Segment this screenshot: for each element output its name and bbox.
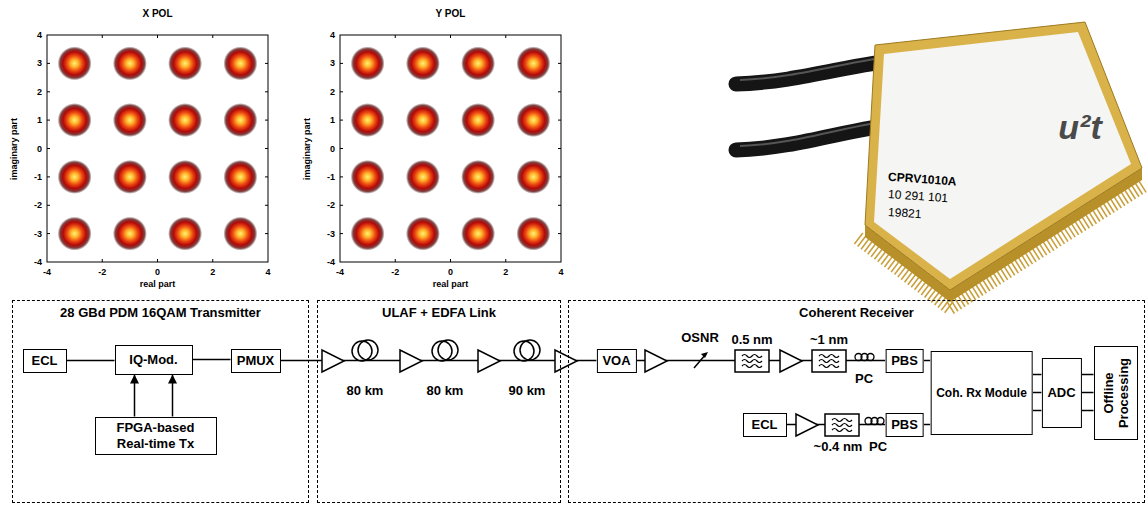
constellation-plot — [340, 35, 561, 262]
component-label: FPGA-based Real-time Tx — [101, 420, 211, 452]
axis-label: real part — [140, 279, 176, 289]
component-label: ADC — [1047, 385, 1075, 401]
component-box: PMUX — [231, 349, 281, 373]
component-label: PC — [869, 440, 887, 455]
plot-title: Y POL — [436, 8, 466, 20]
signal-line — [193, 359, 231, 361]
axis-label: imaginary part — [302, 117, 312, 179]
tick-label: 3 — [37, 58, 42, 68]
tick-label: 2 — [330, 87, 335, 97]
component-label: PBS — [891, 353, 918, 369]
component-label: PC — [855, 372, 873, 387]
component-label: Offline Processing — [1101, 352, 1131, 434]
receiver-module-photo — [736, 22, 1143, 308]
component-label: PBS — [891, 417, 918, 433]
module-marking: 10 291 101 — [888, 188, 949, 206]
component-box: PBS — [885, 349, 924, 373]
signal-line — [1082, 392, 1094, 394]
component-box: VOA — [596, 349, 636, 373]
tick-label: -1 — [327, 172, 335, 182]
tick-label: -3 — [327, 228, 335, 238]
group-heading: Coherent Receiver — [569, 305, 1144, 320]
component-box: Offline Processing — [1094, 346, 1138, 440]
component-label: PMUX — [237, 353, 275, 369]
fiber-length: 80 km — [347, 384, 384, 399]
group-box: ULAF + EDFA Link — [317, 300, 561, 503]
component-box: ECL — [743, 413, 787, 437]
fiber-length: 80 km — [427, 384, 464, 399]
constellation-plot — [47, 35, 268, 262]
signal-line — [1082, 410, 1094, 412]
fiber-length: 90 km — [509, 384, 546, 399]
tick-label: -2 — [98, 267, 106, 277]
tick-label: 4 — [558, 267, 563, 277]
tick-label: 1 — [37, 115, 42, 125]
plot-title: X POL — [142, 8, 172, 20]
tick-label: 0 — [155, 267, 160, 277]
component-box: FPGA-based Real-time Tx — [95, 417, 217, 455]
component-box: PBS — [885, 413, 924, 437]
tick-label: -4 — [34, 257, 42, 267]
signal-line — [1033, 392, 1042, 394]
module-marking: CPRV1010A — [888, 171, 957, 190]
signal-line — [1033, 374, 1042, 376]
tick-label: 0 — [330, 143, 335, 153]
group-box: Coherent ReceiverVOA PBS ECL PBS Coh. Rx Mod… — [568, 300, 1145, 503]
tick-label: -2 — [391, 267, 399, 277]
signal-line — [1033, 410, 1042, 412]
signal-line — [67, 360, 115, 362]
tick-label: 3 — [330, 58, 335, 68]
component-label: OSNR — [681, 331, 719, 346]
component-box: Coh. Rx Module — [930, 351, 1033, 435]
optical-components — [322, 340, 884, 436]
component-label: ECL — [752, 417, 778, 433]
tick-label: 2 — [210, 267, 215, 277]
tick-label: -2 — [327, 200, 335, 210]
tick-label: -4 — [43, 267, 51, 277]
group-heading: 28 GBd PDM 16QAM Transmitter — [13, 305, 308, 320]
filter-bandwidth: ~0.4 nm — [814, 440, 863, 455]
tick-label: 4 — [265, 267, 270, 277]
tick-label: 2 — [37, 87, 42, 97]
component-label: IQ-Mod. — [129, 352, 177, 368]
tick-label: 4 — [37, 30, 42, 40]
signal-line — [1082, 374, 1094, 376]
group-heading: ULAF + EDFA Link — [318, 305, 560, 320]
tick-label: -4 — [327, 257, 335, 267]
signal-line — [172, 375, 174, 417]
module-marking: 19821 — [888, 206, 922, 222]
tick-label: 0 — [448, 267, 453, 277]
component-label: VOA — [602, 353, 630, 369]
tick-label: -4 — [336, 267, 344, 277]
tick-label: -2 — [34, 200, 42, 210]
component-label: ECL — [32, 353, 58, 369]
filter-bandwidth: 0.5 nm — [731, 333, 772, 348]
tick-label: 1 — [330, 115, 335, 125]
component-box: IQ-Mod. — [115, 345, 193, 375]
tick-label: -1 — [34, 172, 42, 182]
component-box: ADC — [1041, 358, 1081, 428]
axis-label: imaginary part — [9, 117, 19, 179]
axis-label: real part — [433, 279, 469, 289]
signal-line — [134, 375, 136, 417]
tick-label: 2 — [503, 267, 508, 277]
group-box: 28 GBd PDM 16QAM TransmitterECL IQ-Mod. PM… — [12, 300, 309, 503]
tick-label: 0 — [37, 143, 42, 153]
filter-bandwidth: ~1 nm — [810, 333, 848, 348]
component-box: ECL — [23, 349, 67, 373]
component-label: Coh. Rx Module — [936, 385, 1027, 401]
tick-label: -3 — [34, 228, 42, 238]
tick-label: 4 — [330, 30, 335, 40]
logo: u²t — [1058, 108, 1101, 147]
